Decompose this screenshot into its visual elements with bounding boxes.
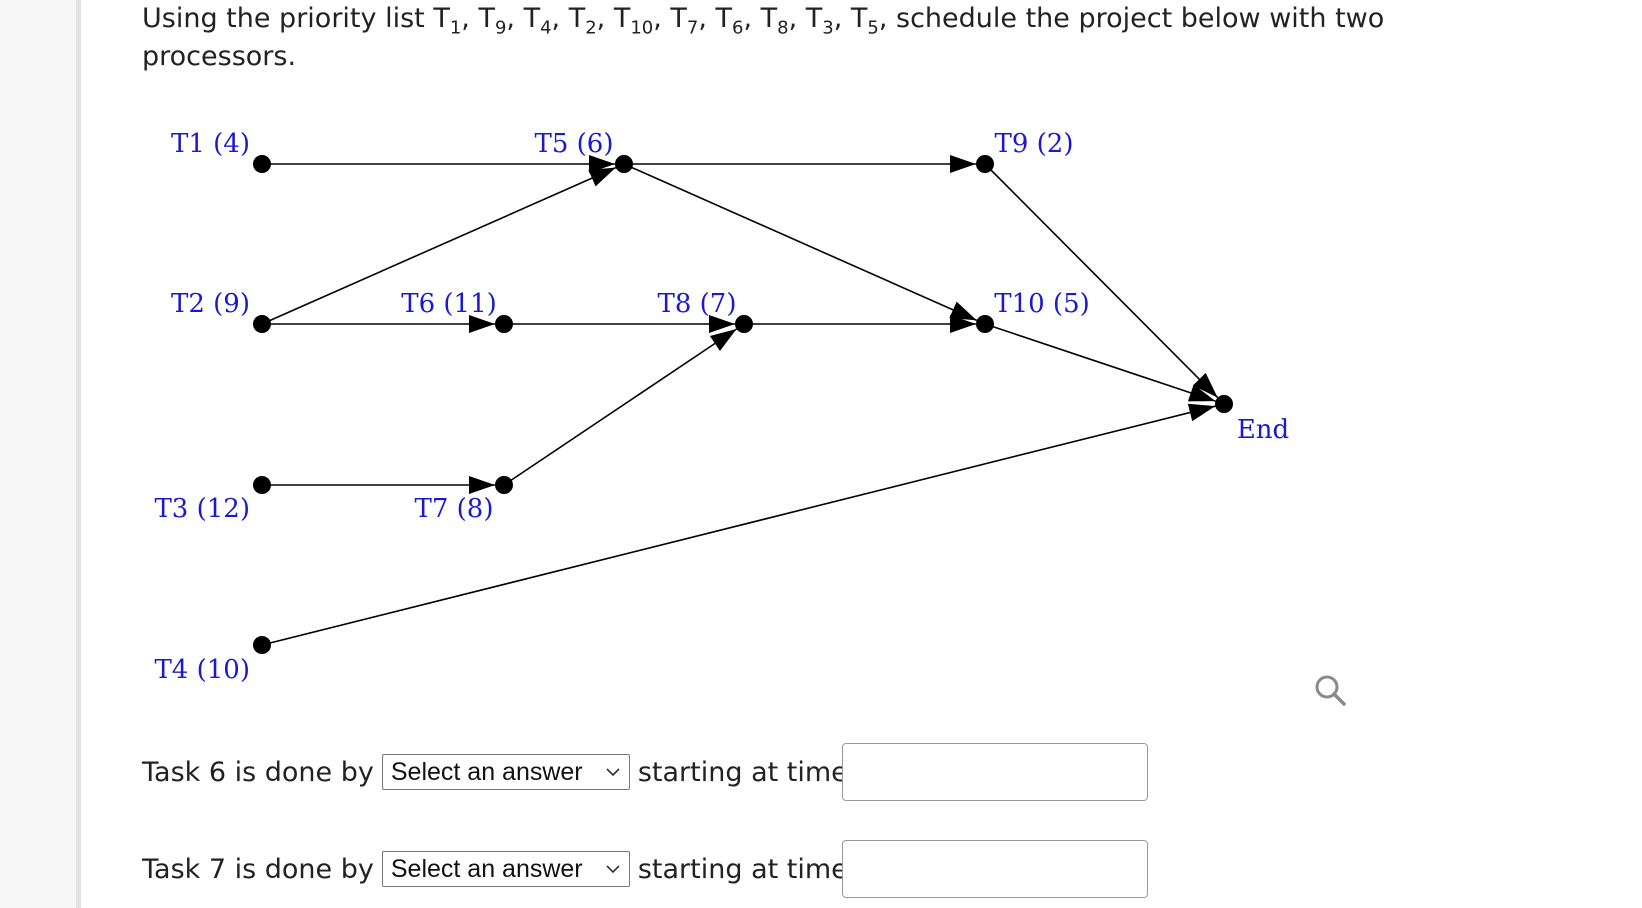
task6-processor-select[interactable]: Select an answer xyxy=(381,754,630,790)
arrowhead-T10-End xyxy=(1187,384,1216,402)
arrowhead-T3-T7 xyxy=(469,476,495,494)
priority-item: T3 xyxy=(805,3,834,39)
edge-T10-End xyxy=(984,323,1216,402)
node-T4 xyxy=(253,636,271,654)
priority-item: T10 xyxy=(613,3,654,39)
label-T9: T9 (2) xyxy=(995,129,1074,159)
node-T2 xyxy=(253,315,271,333)
left-gutter xyxy=(0,0,76,908)
magnifier-icon[interactable] xyxy=(1312,672,1348,708)
label-T6: T6 (11) xyxy=(401,289,497,319)
edge-T2-T5 xyxy=(261,166,617,325)
chevron-down-icon xyxy=(606,768,620,777)
edge-T4-End xyxy=(261,405,1216,646)
label-End: End xyxy=(1237,415,1289,445)
question-text: Using the priority list T1, T9, T4, T2, … xyxy=(142,3,1385,72)
priority-item: T8 xyxy=(760,3,789,39)
task7-suffix: starting at time xyxy=(637,853,848,885)
priority-item: T2 xyxy=(568,3,597,39)
label-T1: T1 (4) xyxy=(171,129,250,159)
arrowhead-T6-T8 xyxy=(709,315,735,333)
priority-list: T1, T9, T4, T2, T10, T7, T6, T8, T3, T5 xyxy=(433,3,879,39)
arrowhead-T7-T8 xyxy=(709,329,737,351)
priority-item: T4 xyxy=(523,3,552,39)
task6-suffix: starting at time xyxy=(637,756,848,788)
edge-T7-T8 xyxy=(503,328,737,486)
arrowhead-T4-End xyxy=(1187,403,1216,422)
node-T8 xyxy=(735,315,753,333)
arrowhead-T2-T5 xyxy=(588,167,616,187)
priority-item: T7 xyxy=(670,3,699,39)
arrowhead-T5-T10 xyxy=(949,301,977,321)
task6-select-value: Select an answer xyxy=(390,757,583,786)
priority-item: T9 xyxy=(478,3,507,39)
node-T9 xyxy=(976,155,994,173)
task7-prefix: Task 7 is done by xyxy=(142,853,374,885)
priority-item: T1 xyxy=(433,3,462,39)
task7-start-time-input[interactable] xyxy=(842,840,1148,898)
label-T2: T2 (9) xyxy=(171,289,250,319)
arrowhead-T8-T10 xyxy=(950,315,976,333)
node-T6 xyxy=(495,315,513,333)
label-T4: T4 (10) xyxy=(154,655,250,685)
arrowhead-T5-T9 xyxy=(950,155,976,173)
arrowhead-T1-T5 xyxy=(589,155,615,173)
priority-item: T5 xyxy=(850,3,879,39)
node-End xyxy=(1215,395,1233,413)
edge-T5-T10 xyxy=(623,163,978,322)
node-T7 xyxy=(495,476,513,494)
label-T5: T5 (6) xyxy=(535,129,614,159)
label-T3: T3 (12) xyxy=(154,494,250,524)
node-T1 xyxy=(253,155,271,173)
task7-row: Task 7 is done by Select an answer start… xyxy=(142,849,848,889)
label-T8: T8 (7) xyxy=(658,289,737,319)
label-T7: T7 (8) xyxy=(415,494,494,524)
priority-item: T6 xyxy=(715,3,744,39)
left-divider xyxy=(76,0,81,908)
arrowhead-T9-End xyxy=(1192,372,1218,398)
node-T10 xyxy=(976,315,994,333)
node-T3 xyxy=(253,476,271,494)
chevron-down-icon xyxy=(606,865,620,874)
task7-select-value: Select an answer xyxy=(390,854,583,883)
task7-processor-select[interactable]: Select an answer xyxy=(381,851,630,887)
task6-start-time-input[interactable] xyxy=(842,743,1148,801)
node-T5 xyxy=(615,155,633,173)
edge-T9-End xyxy=(984,163,1219,399)
label-T10: T10 (5) xyxy=(994,289,1090,319)
task6-prefix: Task 6 is done by xyxy=(142,756,374,788)
task6-row: Task 6 is done by Select an answer start… xyxy=(142,752,848,792)
arrowhead-T2-T6 xyxy=(469,315,495,333)
